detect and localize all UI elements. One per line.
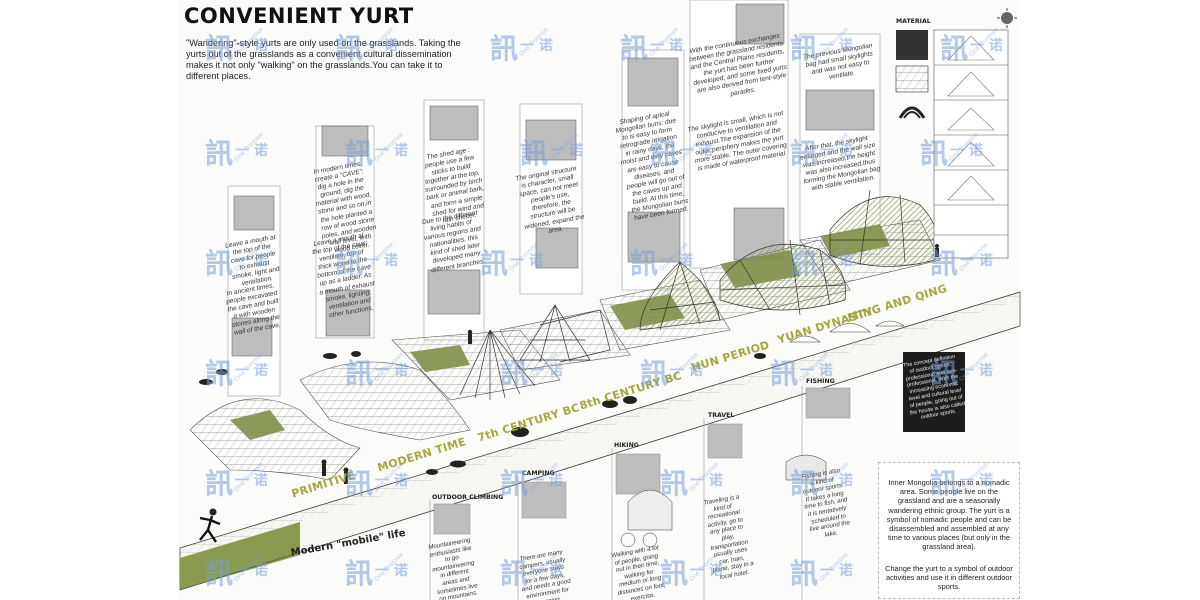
- summary-paragraph-1: Inner Mongolia belongs to a nomadic area…: [886, 478, 1012, 552]
- yuan-yurt-frame: [719, 239, 847, 316]
- modern-yurts: [789, 320, 905, 343]
- widened-frame: [519, 304, 611, 363]
- yurt-frames: [459, 189, 939, 400]
- sun-icon: [997, 8, 1017, 28]
- mongolian-bun-frame: [639, 261, 721, 331]
- activity-hiking-text: Walking with a lot of people, going out …: [610, 544, 667, 600]
- outdoor-definition-box: [903, 352, 965, 432]
- activity-hiking-label: HIKING: [614, 442, 639, 449]
- intro-text: "Wandering"-style yurts are only used on…: [186, 38, 461, 81]
- material-samples: [895, 30, 929, 119]
- activity-cards: [429, 386, 851, 600]
- activity-travel-label: TRAVEL: [708, 412, 735, 419]
- material-tower: [933, 29, 1009, 259]
- summary-paragraph-2: Change the yurt to a symbol of outdoor a…: [885, 564, 1013, 592]
- stage-7th-century-text2: Due to the different living habits of va…: [421, 209, 486, 274]
- material-label: MATERIAL: [896, 18, 931, 25]
- activity-camping-text: There are many campers, usually everyone…: [518, 548, 572, 600]
- stage-8th-century-text: The original structure is character, sma…: [514, 165, 585, 235]
- poster-title: CONVENIENT YURT: [184, 4, 414, 28]
- stage-primitive-text2: In ancient times, people excavated the c…: [225, 282, 282, 338]
- activity-camping-label: CAMPING: [522, 470, 555, 477]
- activity-outdoor-climbing-label: OUTDOOR CLIMBING: [432, 494, 504, 501]
- activity-fishing-label: FISHING: [806, 378, 835, 385]
- shed-cone: [459, 329, 536, 400]
- outdoor-definition-text: The concept definition of outdoor sports…: [902, 353, 966, 422]
- summary-box: [878, 462, 1020, 599]
- figures: [199, 244, 939, 543]
- start-segment: [180, 522, 300, 590]
- timeline-path: [179, 291, 1021, 591]
